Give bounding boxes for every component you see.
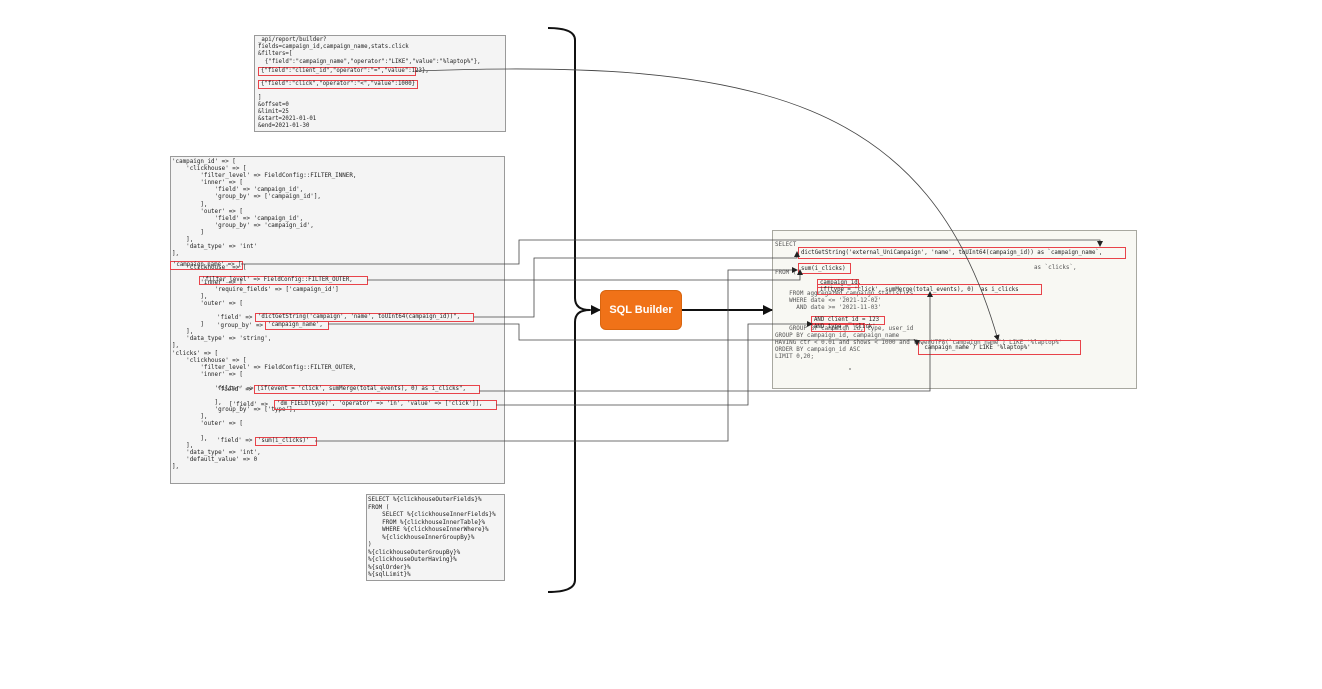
sql-client-id-highlight: AND client_id = 123 — [811, 316, 885, 325]
sql-client-id-text: AND client_id = 123 — [814, 317, 880, 323]
filter-field-prefix: ['field' => — [229, 402, 269, 408]
sql-alias-clicks: as `clicks`, — [1034, 265, 1077, 271]
group-by-name-prefix: 'group_by' => — [217, 323, 264, 329]
click-filter-connector — [849, 368, 851, 370]
sql-having-text: `campaign_name`) LIKE '%laptop%' — [921, 345, 1031, 351]
sql-template-box: SELECT %{clickhouseOuterFields}% FROM ( … — [366, 494, 505, 581]
api-request-box: _api/report/builder? fields=campaign_id,… — [254, 35, 506, 132]
sql-builder-label: SQL Builder — [609, 304, 673, 316]
sql-builder-node: SQL Builder — [600, 290, 682, 330]
field-dict-prefix: 'field' => — [217, 315, 253, 321]
campaign-name-key-text: 'campaign_name' => [ — [173, 262, 242, 268]
sql-campaign-id-text: campaign_id, — [820, 280, 862, 286]
filter-client-id-text: {"field":"client_id","operator":"=","val… — [261, 68, 429, 74]
field-if-prefix: 'field' => — [217, 387, 253, 393]
client-id-connector — [414, 68, 1000, 341]
field-dict-highlight: 'dictGetString('campaign', 'name', toUIn… — [255, 313, 474, 322]
sql-sum-text: sum(i_clicks) — [801, 266, 846, 272]
field-if-text: 'if(event = 'click', sumMerge(total_even… — [257, 386, 466, 392]
sql-sum-highlight: sum(i_clicks) — [798, 263, 851, 274]
field-sum-prefix: 'field' => — [217, 438, 253, 444]
sql-type-text: AND type = 'click' — [814, 324, 876, 330]
sum-connector — [315, 267, 798, 442]
sql-type-highlight: AND type = 'click' — [811, 323, 876, 332]
group-by-name-highlight: 'campaign_name', — [265, 321, 329, 330]
api-request-text: _api/report/builder? fields=campaign_id,… — [258, 37, 481, 130]
group-by-name-text: 'campaign_name', — [268, 322, 323, 328]
grouping-brace — [547, 27, 591, 593]
sql-dict-text: dictGetString('external_UniCampaign', 'n… — [801, 250, 1103, 256]
filter-field-text: 'dm_FIELD(type)', 'operator' => 'in', 'v… — [277, 401, 483, 407]
sql-campaign-id-highlight: campaign_id, — [817, 279, 862, 288]
field-sum-highlight: 'sum(i_clicks)' — [255, 437, 317, 446]
filter-field-connector — [496, 321, 813, 406]
campaign-name-connector — [241, 239, 1103, 265]
filter-click-highlight: {"field":"click","operator":"<","value":… — [258, 80, 418, 89]
dict-connector — [474, 251, 800, 318]
sql-if-text: if(type = 'click', sumMerge(total_events… — [820, 287, 1019, 293]
field-config-text: 'campaign_id' => [ 'clickhouse' => [ 'fi… — [172, 159, 357, 471]
field-dict-text: 'dictGetString('campaign', 'name', toUIn… — [258, 314, 461, 320]
field-config-box: 'campaign_id' => [ 'clickhouse' => [ 'fi… — [170, 156, 505, 484]
field-if-highlight: 'if(event = 'click', sumMerge(total_even… — [254, 385, 480, 394]
campaign-name-key-highlight: 'campaign_name' => [ — [170, 261, 243, 270]
field-sum-text: 'sum(i_clicks)' — [258, 438, 310, 444]
filter-level-outer-highlight: 'filter_level' => FieldConfig::FILTER_OU… — [199, 276, 368, 285]
group-by-name-connector — [328, 323, 920, 346]
sql-template-text: SELECT %{clickhouseOuterFields}% FROM ( … — [368, 497, 496, 578]
filter-level-outer-text: 'filter_level' => FieldConfig::FILTER_OU… — [202, 277, 353, 283]
filter-outer-connector — [367, 269, 803, 281]
generated-sql-box: SELECT FROM ( FROM aggregated_campaign_s… — [772, 230, 1137, 389]
filter-client-id-highlight: {"field":"client_id","operator":"=","val… — [258, 67, 429, 76]
filter-field-highlight: 'dm_FIELD(type)', 'operator' => 'in', 'v… — [274, 400, 497, 410]
filter-click-text: {"field":"click","operator":"<","value":… — [261, 81, 416, 87]
if-connector — [479, 291, 933, 392]
